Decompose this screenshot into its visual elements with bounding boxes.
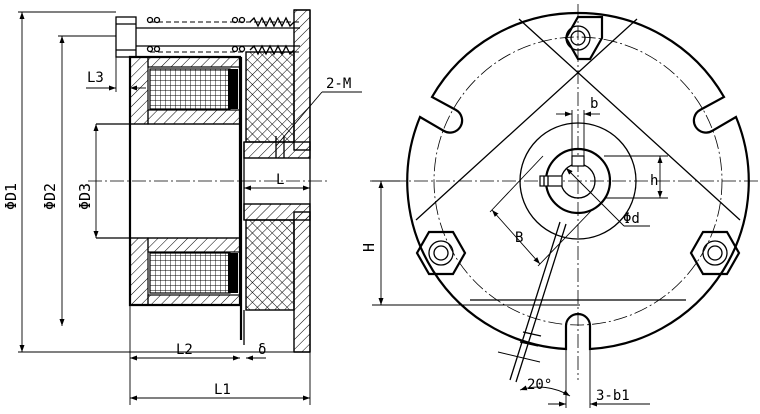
label-D2: ΦD2 [41,183,59,210]
label-M: 2-M [326,76,351,92]
label-B: B [515,230,523,246]
label-D3: ΦD3 [76,183,94,210]
label-L2: L2 [176,342,193,358]
hex-nut-left [415,230,467,276]
outer-disk [406,11,750,351]
label-delta: δ [258,342,266,358]
bolt-top [115,16,300,58]
label-D1: ΦD1 [2,183,20,210]
keyway [571,155,585,167]
section-view: ΦD1 ΦD2 ΦD3 L3 2-M L L2 δ L1 [2,9,362,405]
label-b: b [590,96,598,112]
friction-plate-bottom [245,219,295,311]
label-H: H [360,243,378,252]
hex-nut-right [689,230,741,276]
hub-circle [519,122,637,240]
pitch-circle [433,36,723,326]
triangle-lines [415,18,741,301]
label-d: Φd [623,211,640,227]
label-L3: L3 [87,70,104,86]
front-view: b h B Φd H 20° 3-b1 [360,4,760,408]
friction-plate-top [245,51,295,143]
coil-winding-top [149,68,231,110]
label-h: h [650,173,658,189]
coil-winding-bottom [149,252,231,294]
label-L1: L1 [214,382,231,398]
label-L: L [276,172,284,188]
hex-nut-top [564,15,604,61]
label-angle: 20° [527,377,552,393]
label-b1: 3-b1 [596,388,630,404]
